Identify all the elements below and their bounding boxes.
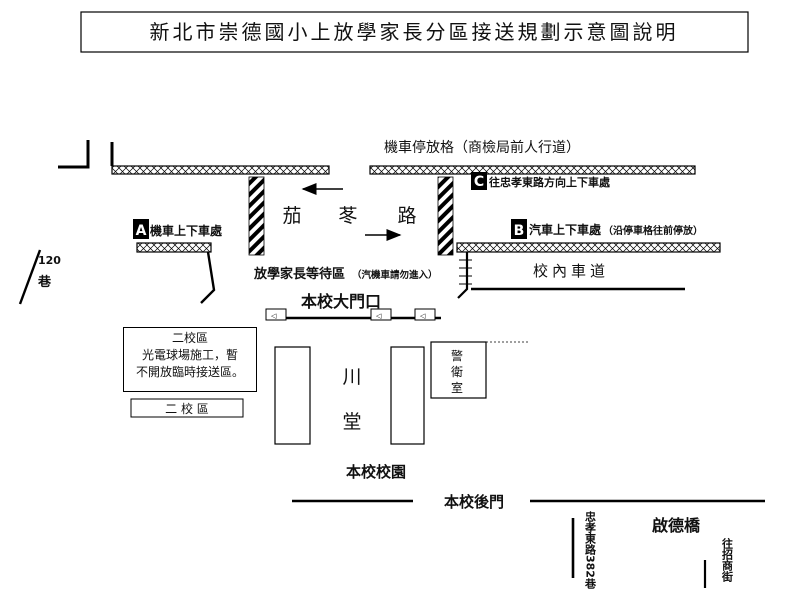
back-gate-label: 本校後門 [444, 493, 504, 511]
notice-line-2: 光電球場施工，暫 [141, 348, 238, 362]
zone-b-letter: B [514, 223, 525, 239]
zone-b-badge [511, 219, 527, 239]
lane-382-label: 忠孝東路382巷 [584, 510, 598, 589]
map-title: 新北市崇德國小上放學家長分區接送規劃示意圖說明 [150, 20, 679, 44]
zone-a-badge [133, 219, 149, 239]
hall-wall-right [390, 346, 425, 445]
zone-a-label: 機車上下車處 [150, 223, 222, 238]
gate-post [414, 308, 436, 321]
corner-wall [58, 140, 90, 169]
notice-line-3: 不開放臨時接送區。 [135, 365, 244, 379]
gate-post [370, 308, 392, 321]
second-campus-box [130, 398, 244, 418]
zone-c-letter: C [474, 174, 484, 190]
campus-label: 本校校園 [346, 463, 406, 481]
gate-post-mark: ◁ [271, 312, 277, 320]
title-frame [80, 11, 749, 53]
gate-post [265, 308, 287, 321]
sidewalk-bar-left [111, 165, 330, 175]
notice-line-1: 二校區 [171, 331, 208, 345]
zhaoshang-label: 往招商街 [721, 537, 735, 583]
car-dropoff-bar [456, 242, 721, 253]
road-name-3: 路 [397, 205, 416, 227]
zone-c-label: 往忠孝東路方向上下車處 [489, 175, 611, 189]
guard-room-label-3: 室 [451, 380, 463, 395]
zone-b-label: 汽車上下車處 [529, 222, 601, 237]
second-campus-label: 二 校 區 [165, 401, 209, 416]
crosswalk-post-left [248, 176, 265, 256]
crosswalk-post-right [437, 176, 454, 256]
gate-post-mark: ◁ [376, 312, 382, 320]
zone-c-badge [471, 172, 487, 190]
lane-120-line [18, 249, 42, 305]
lane-120-suffix: 巷 [37, 274, 52, 290]
qide-bridge-label: 啟德橋 [652, 516, 701, 535]
waiting-area-label: 放學家長等待區 [253, 266, 345, 282]
road-name-1: 茄 [282, 205, 301, 227]
hall-wall-left [274, 346, 311, 445]
right-curb [457, 252, 469, 299]
inner-road-label: 校內車道 [533, 262, 609, 280]
main-gate-label: 本校大門口 [301, 292, 381, 311]
hall-label-2: 堂 [342, 411, 361, 433]
guard-room [430, 341, 487, 399]
guard-room-label-2: 衛 [451, 365, 463, 379]
moto-parking-bar [369, 165, 696, 175]
moto-parking-label: 機車停放格（商檢局前人行道） [384, 139, 580, 156]
hall-label-1: 川 [342, 366, 361, 388]
second-campus-notice: 二校區 光電球場施工，暫 不開放臨時接送區。 [123, 327, 257, 392]
moto-dropoff-bar [136, 242, 212, 253]
zone-b-note: （沿停車格往前停放） [603, 224, 703, 237]
waiting-area-note: （汽機車請勿進入） [352, 269, 438, 281]
left-curb [200, 251, 216, 304]
lane-120-number: 120 [38, 254, 61, 267]
road-name-2: 苳 [338, 205, 357, 227]
zone-a-letter: A [136, 223, 147, 239]
guard-room-label-1: 警 [451, 348, 463, 363]
gate-post-mark: ◁ [420, 312, 426, 320]
